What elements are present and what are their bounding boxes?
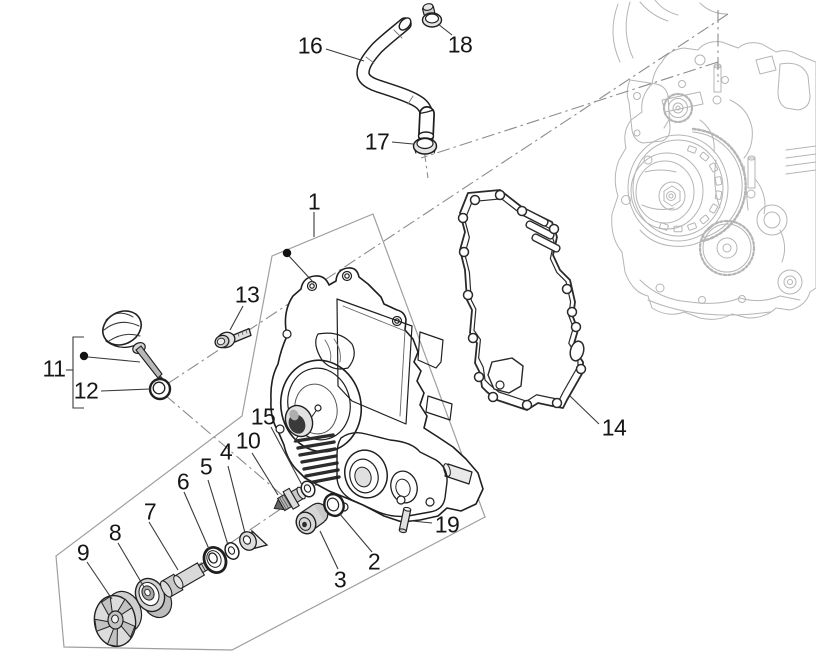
reference-dots <box>79 248 292 361</box>
engine-block-sketch <box>611 0 816 320</box>
leader-lines <box>66 23 600 600</box>
callout-label-3: 3 <box>333 566 347 593</box>
bolt-13-drawing <box>214 327 252 349</box>
flywheel-sketch <box>627 134 729 242</box>
callout-label-17: 17 <box>364 128 390 155</box>
impeller-9-drawing <box>93 590 143 648</box>
callout-label-13: 13 <box>234 281 260 308</box>
callout-label-10: 10 <box>235 427 261 454</box>
callout-label-5: 5 <box>199 453 213 480</box>
callout-label-8: 8 <box>108 519 122 546</box>
washer-2-drawing <box>323 492 345 518</box>
clamp-17-drawing <box>412 137 438 155</box>
cover-gasket-drawing <box>457 189 587 411</box>
plug-3-drawing <box>295 502 329 535</box>
callout-label-4: 4 <box>219 438 233 465</box>
callout-label-1: 1 <box>307 188 321 215</box>
callout-label-11: 11 <box>42 355 66 382</box>
sensor-10-drawing <box>273 486 306 512</box>
callout-label-18: 18 <box>447 31 473 58</box>
seal-8-drawing <box>134 577 173 619</box>
dipstick-drawing <box>102 310 163 381</box>
bracket-4-drawing <box>239 529 269 551</box>
callout-label-2: 2 <box>367 548 381 575</box>
callout-label-14: 14 <box>601 414 627 441</box>
gasket-ring-6-drawing <box>202 546 228 574</box>
explosion-boundary <box>55 213 486 651</box>
clamp-18-drawing <box>421 3 443 28</box>
washer-15-drawing <box>300 480 316 498</box>
o-ring-12-drawing <box>148 377 172 401</box>
pin-19-drawing <box>398 506 412 534</box>
callout-label-15: 15 <box>250 403 276 430</box>
callout-label-19: 19 <box>434 511 460 538</box>
callout-label-6: 6 <box>176 468 190 495</box>
callout-label-9: 9 <box>76 539 90 566</box>
callout-label-7: 7 <box>143 498 157 525</box>
breather-hose-drawing <box>356 17 435 144</box>
callout-label-16: 16 <box>297 32 323 59</box>
washer-5-drawing <box>224 542 240 560</box>
callout-label-12: 12 <box>73 377 99 404</box>
